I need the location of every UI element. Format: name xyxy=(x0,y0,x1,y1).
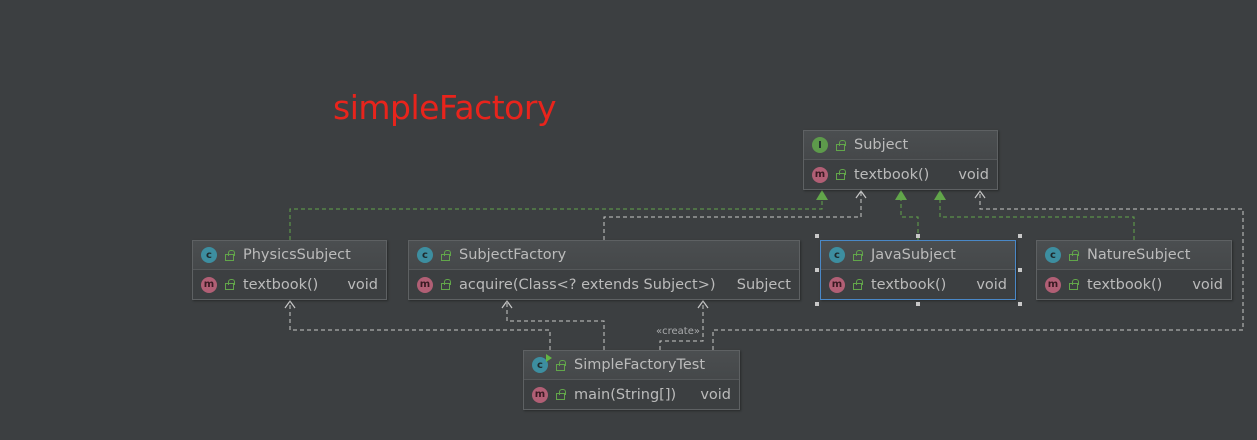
member-name: main(String[]) xyxy=(574,386,677,403)
member-type: void xyxy=(700,386,731,403)
class-icon: c xyxy=(1045,247,1061,263)
edge-test-uses-factory xyxy=(506,302,605,350)
arrowhead-implements-nature xyxy=(934,190,946,200)
arrowhead-factory-subject xyxy=(855,189,867,199)
member-name: acquire(Class<? extends Subject>) xyxy=(459,276,716,293)
node-header[interactable]: c SimpleFactoryTest xyxy=(524,351,739,380)
member-row[interactable]: m textbook() void xyxy=(821,270,1015,299)
public-lock-icon xyxy=(556,389,566,400)
public-lock-icon xyxy=(1069,279,1079,290)
node-name: PhysicsSubject xyxy=(243,247,351,263)
member-row[interactable]: m textbook() void xyxy=(1037,270,1231,299)
member-type: void xyxy=(347,276,378,293)
selection-handle[interactable] xyxy=(1018,268,1022,272)
node-simple-factory-test[interactable]: c SimpleFactoryTest m main(String[]) voi… xyxy=(523,350,740,410)
node-name: SimpleFactoryTest xyxy=(574,357,706,373)
edge-test-uses-subject xyxy=(712,192,1244,350)
selection-handle[interactable] xyxy=(815,268,819,272)
node-java-subject[interactable]: c JavaSubject m textbook() void xyxy=(820,240,1016,300)
selection-handle[interactable] xyxy=(1018,302,1022,306)
member-name: textbook() xyxy=(854,166,930,183)
method-icon: m xyxy=(201,276,217,293)
run-marker-icon xyxy=(546,354,552,362)
public-lock-icon xyxy=(853,279,863,290)
node-name: JavaSubject xyxy=(871,247,956,263)
selection-handle[interactable] xyxy=(815,302,819,306)
member-row[interactable]: m acquire(Class<? extends Subject>) Subj… xyxy=(409,270,799,299)
node-header[interactable]: c PhysicsSubject xyxy=(193,241,386,270)
node-name: Subject xyxy=(854,137,909,153)
public-lock-icon xyxy=(225,279,235,290)
node-subject[interactable]: I Subject m textbook() void xyxy=(803,130,998,190)
arrowhead-test-creates xyxy=(697,299,709,309)
arrowhead-test-subject xyxy=(974,189,986,199)
implements-edges xyxy=(289,200,1135,240)
member-type: Subject xyxy=(736,276,791,293)
node-header[interactable]: c JavaSubject xyxy=(821,241,1015,270)
edge-test-creates-factory xyxy=(659,302,704,350)
public-lock-icon xyxy=(225,249,235,261)
arrowhead-implements-java xyxy=(895,190,907,200)
edge-nature-implements-subject xyxy=(939,200,1135,240)
diagram-title: simpleFactory xyxy=(333,88,556,127)
node-subject-factory[interactable]: c SubjectFactory m acquire(Class<? exten… xyxy=(408,240,800,300)
member-row[interactable]: m textbook() void xyxy=(193,270,386,299)
member-name: textbook() xyxy=(243,276,319,293)
public-lock-icon xyxy=(441,279,451,290)
edge-physics-implements-subject xyxy=(289,200,823,240)
dependency-arrowheads xyxy=(284,189,986,309)
arrowhead-test-factory xyxy=(501,299,513,309)
member-row[interactable]: m main(String[]) void xyxy=(524,380,739,409)
arrowhead-test-physics xyxy=(284,299,296,309)
member-type: void xyxy=(976,276,1007,293)
member-type: void xyxy=(1192,276,1223,293)
node-header[interactable]: c NatureSubject xyxy=(1037,241,1231,270)
method-icon: m xyxy=(532,386,548,403)
member-row[interactable]: m textbook() void xyxy=(804,160,997,189)
member-name: textbook() xyxy=(871,276,947,293)
edge-test-uses-physics xyxy=(289,302,551,350)
create-relation-label: «create» xyxy=(656,326,700,337)
selection-handle[interactable] xyxy=(815,234,819,238)
member-type: void xyxy=(958,166,989,183)
public-lock-icon xyxy=(556,359,566,371)
selection-handle[interactable] xyxy=(916,302,920,306)
method-icon: m xyxy=(1045,276,1061,293)
class-icon: c xyxy=(201,247,217,263)
arrowhead-implements-physics xyxy=(816,190,828,200)
selection-handle[interactable] xyxy=(916,234,920,238)
public-lock-icon xyxy=(836,169,846,180)
dependency-edges xyxy=(289,192,1244,350)
public-lock-icon xyxy=(1069,249,1079,261)
node-name: SubjectFactory xyxy=(459,247,567,263)
node-header[interactable]: c SubjectFactory xyxy=(409,241,799,270)
method-icon: m xyxy=(812,166,828,183)
selection-handle[interactable] xyxy=(1018,234,1022,238)
node-name: NatureSubject xyxy=(1087,247,1191,263)
member-name: textbook() xyxy=(1087,276,1163,293)
interface-icon: I xyxy=(812,137,828,153)
public-lock-icon xyxy=(441,249,451,261)
class-icon: c xyxy=(417,247,433,263)
public-lock-icon xyxy=(836,139,846,151)
node-physics-subject[interactable]: c PhysicsSubject m textbook() void xyxy=(192,240,387,300)
node-header[interactable]: I Subject xyxy=(804,131,997,160)
method-icon: m xyxy=(417,276,433,293)
runnable-class-icon: c xyxy=(532,354,552,373)
public-lock-icon xyxy=(853,249,863,261)
node-nature-subject[interactable]: c NatureSubject m textbook() void xyxy=(1036,240,1232,300)
implements-arrowheads xyxy=(816,190,946,200)
method-icon: m xyxy=(829,276,845,293)
class-icon: c xyxy=(829,247,845,263)
edge-java-implements-subject xyxy=(900,200,919,240)
